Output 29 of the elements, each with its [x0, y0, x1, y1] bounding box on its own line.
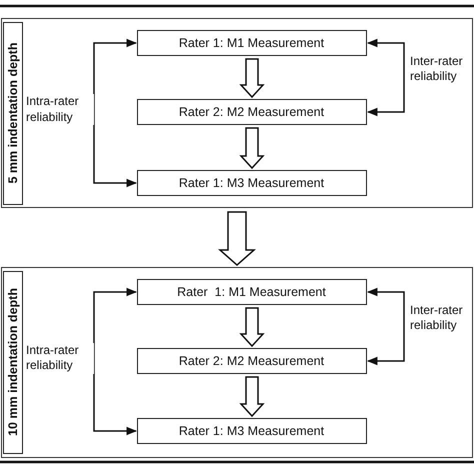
- edge-label: Intra-rater reliability: [26, 94, 94, 126]
- box-label: Rater 1: M3 Measurement: [178, 424, 324, 438]
- connector-arrow: [93, 288, 138, 436]
- block-arrow: [218, 211, 256, 266]
- box-label: Rater 2: M2 Measurement: [178, 104, 324, 118]
- box-label: Rater 1: M3 Measurement: [178, 176, 324, 190]
- connector-arrow: [366, 38, 405, 116]
- process-box: [136, 348, 366, 374]
- block-arrow: [239, 127, 265, 170]
- box-label: Rater 1: M1 Measurement: [177, 284, 326, 298]
- connector-arrow: [366, 288, 405, 366]
- block-arrow: [239, 307, 265, 348]
- side-label: 10 mm indentation depth: [6, 288, 20, 436]
- box-label: Rater 2: M2 Measurement: [178, 354, 324, 368]
- process-box: [136, 98, 366, 124]
- side-label: 5 mm indentation depth: [6, 42, 20, 184]
- edge-label: Intra-rater reliability: [26, 342, 94, 374]
- process-box: [136, 418, 366, 444]
- rotated-label-box: [2, 22, 22, 204]
- block-arrow: [239, 58, 265, 98]
- process-box: [136, 278, 366, 304]
- process-box: [136, 30, 366, 56]
- process-box: [136, 170, 366, 196]
- rotated-label-box: [2, 270, 22, 454]
- panel-frame: [1, 18, 473, 208]
- box-label: Rater 1: M1 Measurement: [178, 36, 324, 50]
- block-arrow: [239, 376, 265, 418]
- connector-arrow: [93, 38, 138, 188]
- panel-frame: [1, 267, 473, 458]
